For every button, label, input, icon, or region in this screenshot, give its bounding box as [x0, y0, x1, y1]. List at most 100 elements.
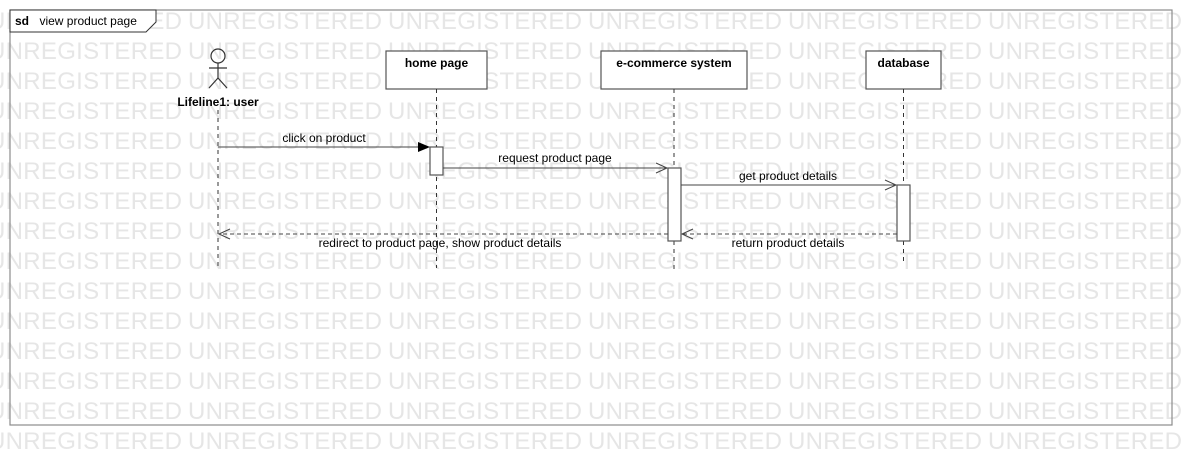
watermark-text: UNREGISTERED: [788, 368, 982, 395]
watermark-text: UNREGISTERED: [188, 368, 382, 395]
message-get-product-details-label: get product details: [739, 169, 837, 183]
message-return-product-details-label: return product details: [732, 236, 845, 250]
watermark-text: UNREGISTERED: [188, 428, 382, 455]
watermark-text: UNREGISTERED: [788, 218, 982, 245]
watermark-text: UNREGISTERED: [588, 158, 782, 185]
message-request-product-page-label: request product page: [498, 151, 612, 165]
lifeline-user-label: Lifeline1: user: [177, 95, 259, 109]
watermark-text: UNREGISTERED: [588, 248, 782, 275]
watermark-text: UNREGISTERED: [588, 8, 782, 35]
watermark-text: UNREGISTERED: [988, 98, 1182, 125]
watermark-text: UNREGISTERED: [0, 68, 182, 95]
watermark-text: UNREGISTERED: [188, 248, 382, 275]
watermark-text: UNREGISTERED: [0, 428, 182, 455]
message-redirect-to-product-page[interactable]: redirect to product page, show product d…: [217, 228, 668, 250]
watermark-text: UNREGISTERED: [0, 158, 182, 185]
watermark-text: UNREGISTERED: [588, 308, 782, 335]
activation-database: [896, 184, 911, 242]
lifeline-database-box: [865, 50, 942, 90]
watermark-text: UNREGISTERED: [188, 218, 382, 245]
lifeline-ecommerce-system-label: e-commerce system: [616, 56, 731, 70]
watermark-text: UNREGISTERED: [788, 428, 982, 455]
watermark-text: UNREGISTERED: [988, 218, 1182, 245]
message-request-product-page[interactable]: request product page: [443, 151, 669, 174]
lifeline-home-page-label: home page: [405, 56, 469, 70]
watermark-text: UNREGISTERED: [788, 8, 982, 35]
watermark-text: UNREGISTERED: [0, 338, 182, 365]
frame-name: view product page: [39, 14, 137, 28]
watermark-text: UNREGISTERED: [988, 188, 1182, 215]
diagram-frame: [9, 9, 1173, 426]
watermark-text: UNREGISTERED: [588, 98, 782, 125]
watermark-text: UNREGISTERED: [988, 68, 1182, 95]
message-redirect-to-product-page-label: redirect to product page, show product d…: [319, 236, 562, 250]
watermark-text: UNREGISTERED: [188, 128, 382, 155]
watermark-text: UNREGISTERED: [988, 428, 1182, 455]
message-click-on-product[interactable]: click on product: [218, 131, 430, 152]
watermark-text: UNREGISTERED: [188, 188, 382, 215]
watermark-text: UNREGISTERED: [788, 278, 982, 305]
watermark-text: UNREGISTERED: [0, 398, 182, 425]
watermark-text: UNREGISTERED: [188, 278, 382, 305]
lifeline-ecommerce-system[interactable]: e-commerce system: [600, 50, 748, 270]
filled-arrowhead-icon: [418, 142, 430, 152]
watermark-text: UNREGISTERED: [588, 398, 782, 425]
actor-icon: [208, 48, 228, 89]
watermark-text: UNREGISTERED: [0, 128, 182, 155]
lifeline-database-label: database: [877, 56, 929, 70]
open-arrowhead-icon: [655, 162, 669, 174]
watermark-text: UNREGISTERED: [188, 398, 382, 425]
watermark-text: UNREGISTERED: [588, 338, 782, 365]
watermark-text: UNREGISTERED: [388, 98, 582, 125]
watermark-text: UNREGISTERED: [988, 368, 1182, 395]
watermark-text: UNREGISTERED: [188, 98, 382, 125]
watermark-text: UNREGISTERED: [0, 98, 182, 125]
watermark-text: UNREGISTERED: [188, 68, 382, 95]
watermark-text: UNREGISTERED: [388, 278, 582, 305]
watermark-text: UNREGISTERED: [988, 38, 1182, 65]
watermark-text: UNREGISTERED: [788, 248, 982, 275]
message-get-product-details[interactable]: get product details: [681, 169, 898, 191]
watermark-text: UNREGISTERED: [0, 38, 182, 65]
message-click-on-product-label: click on product: [282, 131, 366, 145]
lifeline-database[interactable]: database: [865, 50, 942, 262]
activation-home-page: [429, 146, 444, 176]
watermark-text: UNREGISTERED: [588, 188, 782, 215]
frame-label: sd view product page: [15, 12, 137, 29]
watermark-text: UNREGISTERED: [788, 398, 982, 425]
watermark-text: UNREGISTERED: [388, 398, 582, 425]
watermark-text: UNREGISTERED: [0, 278, 182, 305]
watermark-text: UNREGISTERED: [388, 428, 582, 455]
watermark-text: UNREGISTERED: [988, 128, 1182, 155]
lifeline-user[interactable]: Lifeline1: user: [177, 48, 259, 268]
watermark-text: UNREGISTERED: [0, 308, 182, 335]
watermark-text: UNREGISTERED: [588, 218, 782, 245]
watermark-text: UNREGISTERED: [988, 338, 1182, 365]
watermark-text: UNREGISTERED: [788, 338, 982, 365]
watermark-text: UNREGISTERED: [188, 158, 382, 185]
watermark-text: UNREGISTERED: [988, 278, 1182, 305]
message-return-product-details[interactable]: return product details: [680, 228, 897, 250]
lifeline-home-page-box: [385, 50, 488, 90]
watermark-text: UNREGISTERED: [0, 188, 182, 215]
watermark-text: UNREGISTERED: [188, 38, 382, 65]
frame-tab: [9, 9, 157, 33]
watermark-text: UNREGISTERED: [988, 398, 1182, 425]
watermark-text: UNREGISTERED: [388, 308, 582, 335]
open-arrowhead-icon: [217, 228, 231, 240]
watermark-text: UNREGISTERED: [588, 368, 782, 395]
watermark-text: UNREGISTERED: [388, 218, 582, 245]
watermark-text: UNREGISTERED: [788, 188, 982, 215]
watermark-text: UNREGISTERED: [588, 278, 782, 305]
watermark-text: UNREGISTERED: [788, 308, 982, 335]
watermark-text: UNREGISTERED: [388, 158, 582, 185]
watermark-text: UNREGISTERED: [388, 368, 582, 395]
lifeline-home-page[interactable]: home page: [385, 50, 488, 268]
frame-kind: sd: [15, 14, 29, 28]
watermark-text: UNREGISTERED: [0, 248, 182, 275]
watermark-text: UNREGISTERED: [788, 98, 982, 125]
watermark-text: UNREGISTERED: [988, 8, 1182, 35]
watermark-text: UNREGISTERED: [188, 8, 382, 35]
open-arrowhead-icon: [680, 228, 694, 240]
